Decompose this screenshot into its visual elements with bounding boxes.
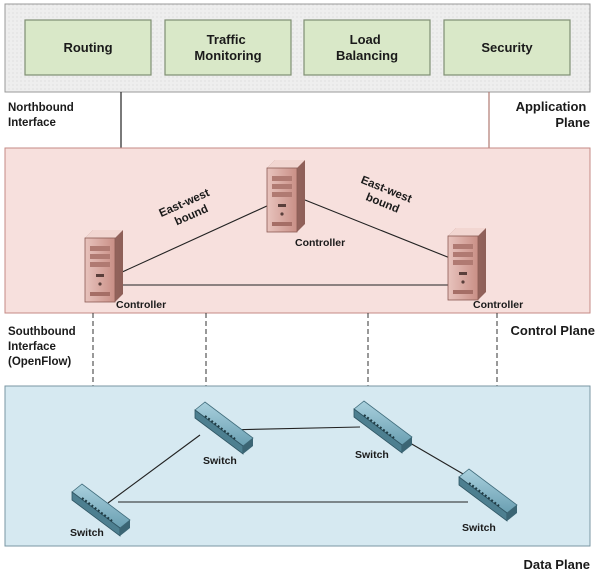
app-label-traffic-monitoring: Traffic Monitoring	[194, 32, 261, 63]
switch-2: Switch	[352, 399, 414, 461]
app-label-routing: Routing	[63, 40, 112, 55]
app-box-routing: Routing	[24, 19, 152, 76]
switch-4: Switch	[457, 467, 519, 534]
app-box-traffic-monitoring: Traffic Monitoring	[164, 19, 292, 76]
app-label-load-balancing: Load Balancing	[336, 32, 398, 63]
switch-link-top	[224, 426, 361, 431]
server-icon	[266, 159, 306, 233]
server-icon	[84, 229, 124, 303]
controller-label: Controller	[295, 237, 345, 249]
application-plane-label: Application Plane	[516, 99, 590, 130]
switch-label: Switch	[70, 527, 104, 539]
data-plane-panel	[4, 385, 591, 547]
east-west-link-right	[304, 199, 461, 263]
controller-center: Controller	[266, 159, 345, 249]
controller-right: Controller	[447, 227, 523, 311]
app-box-security: Security	[443, 19, 571, 76]
app-box-load-balancing: Load Balancing	[303, 19, 431, 76]
northbound-interface-label: Northbound Interface	[8, 102, 77, 129]
data-plane-label: Data Plane	[524, 557, 590, 572]
control-plane-label: Control Plane	[510, 323, 595, 338]
switch-link-left	[107, 434, 201, 504]
app-label-security: Security	[481, 40, 533, 55]
controller-label: Controller	[116, 299, 166, 311]
controller-left: Controller	[84, 229, 166, 311]
east-west-link-left	[119, 199, 281, 274]
controller-label: Controller	[473, 299, 523, 311]
southbound-interface-label: Southbound Interface (OpenFlow)	[8, 326, 79, 368]
switch-label: Switch	[203, 455, 237, 467]
switch-label: Switch	[462, 522, 496, 534]
switch-label: Switch	[355, 449, 389, 461]
server-icon	[447, 227, 487, 301]
switch-1: Switch	[193, 400, 255, 467]
switch-3: Switch	[70, 482, 132, 539]
